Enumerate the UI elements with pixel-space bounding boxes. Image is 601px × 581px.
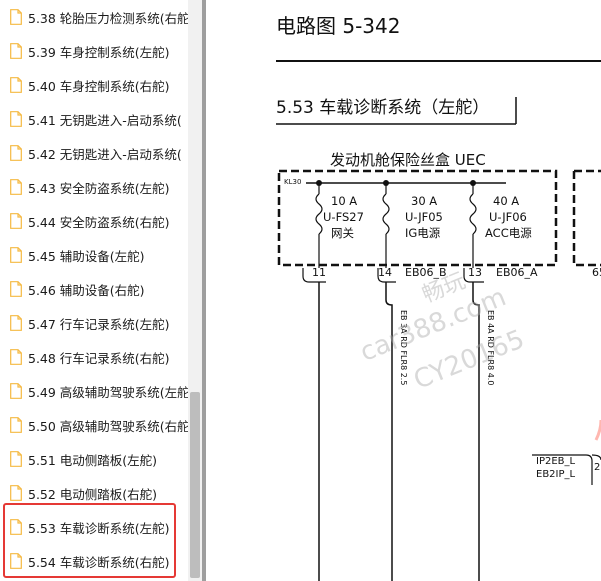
document-icon [10,281,22,297]
fuse-symbol [315,193,323,235]
bookmark-label: 5.42 无钥匙进入-启动系统( [28,146,182,162]
document-icon [10,213,22,229]
pin-label: 14 [378,266,392,279]
bookmark-label: 5.41 无钥匙进入-启动系统( [28,112,182,128]
bookmark-label: 5.43 安全防盗系统(左舵) [28,180,170,196]
document-icon [10,383,22,399]
bookmark-item[interactable]: 5.44 安全防盗系统(右舵) [0,204,188,238]
page-title: 电路图 5-342 [276,14,401,38]
document-icon [10,519,22,535]
pin-label: 65 [592,266,601,279]
scrollbar-thumb[interactable] [190,392,200,578]
document-icon [10,349,22,365]
bookmark-item[interactable]: 5.46 辅助设备(右舵) [0,272,188,306]
document-icon [10,43,22,59]
document-icon [10,247,22,263]
fuse-2: 30 A U-JF05 IG电源 [405,194,443,240]
panel-divider[interactable] [202,0,206,581]
wire-label: EB 3A RD FLR8 2.5 [399,310,408,386]
bookmark-item[interactable]: 5.48 行车记录系统(右舵) [0,340,188,374]
document-icon [10,553,22,569]
bookmark-item[interactable]: 5.50 高级辅助驾驶系统(右舵 [0,408,188,442]
bookmark-label: 5.49 高级辅助驾驶系统(左舵 [28,384,188,400]
bookmark-label: 5.51 电动侧踏板(左舵) [28,452,158,468]
document-page: 电路图 5-342 5.53 车载诊断系统（左舵） 发动机舱保险丝盒 UEC K… [206,0,601,581]
fuse-box-outline [277,169,558,267]
bookmark-item[interactable]: 5.43 安全防盗系统(左舵) [0,170,188,204]
bookmark-label: 5.38 轮胎压力检测系统(右舵 [28,10,188,26]
connector-label: EB06_A [496,266,538,279]
bookmark-label: 5.54 车载诊断系统(右舵) [28,554,170,570]
bookmark-item[interactable]: 5.41 无钥匙进入-启动系统( [0,102,188,136]
circuit-diagram [276,60,601,581]
bookmark-item[interactable]: 5.39 车身控制系统(左舵) [0,34,188,68]
partial-label: IP2EB_L [536,456,576,467]
bookmark-item[interactable]: 5.54 车载诊断系统(右舵) [0,544,188,578]
bookmark-label: 5.40 车身控制系统(右舵) [28,78,170,94]
fuse-symbol [382,193,390,235]
document-icon [10,451,22,467]
fuse-1: 10 A U-FS27 网关 [323,194,364,240]
bookmark-label: 5.44 安全防盗系统(右舵) [28,214,170,230]
bookmark-label: 5.52 电动侧踏板(右舵) [28,486,158,502]
bookmark-item[interactable]: 5.49 高级辅助驾驶系统(左舵 [0,374,188,408]
partial-label: 2 [594,462,601,473]
bookmark-label: 5.53 车载诊断系统(左舵) [28,520,170,536]
document-icon [10,9,22,25]
document-icon [10,145,22,161]
bookmark-label: 5.50 高级辅助驾驶系统(右舵 [28,418,188,434]
bookmark-sidebar: 5.38 轮胎压力检测系统(右舵 5.39 车身控制系统(左舵) 5.40 车身控制… [0,0,188,581]
connector-label: EB06_B [405,266,447,279]
bookmark-item[interactable]: 5.51 电动侧踏板(左舵) [0,442,188,476]
bookmark-item[interactable]: 5.45 辅助设备(左舵) [0,238,188,272]
document-icon [10,111,22,127]
bookmark-item[interactable]: 5.38 轮胎压力检测系统(右舵 [0,0,188,34]
bookmark-label: 5.39 车身控制系统(左舵) [28,44,170,60]
sidebar-scrollbar[interactable] [188,0,202,581]
document-icon [10,77,22,93]
document-icon [10,485,22,501]
document-icon [10,417,22,433]
bookmark-item[interactable]: 5.40 车身控制系统(右舵) [0,68,188,102]
bookmark-item[interactable]: 5.52 电动侧踏板(右舵) [0,476,188,510]
pin-label: 13 [468,266,482,279]
wire [385,282,393,581]
bookmark-item[interactable]: 5.53 车载诊断系统(左舵) [0,510,188,544]
wire-label: EB 4A RD FLR8 4.0 [486,310,495,386]
section-title: 5.53 车载诊断系统（左舵） [276,98,490,118]
bookmark-label: 5.45 辅助设备(左舵) [28,248,145,264]
fuse-box-title: 发动机舱保险丝盒 UEC [330,151,486,169]
fuse-box-partial-outline [572,169,601,267]
fuse-3: 40 A U-JF06 ACC电源 [485,194,532,240]
bookmark-item[interactable]: 5.47 行车记录系统(左舵) [0,306,188,340]
bus-label: KL30 [284,178,302,186]
bookmark-label: 5.47 行车记录系统(左舵) [28,316,170,332]
bookmark-label: 5.48 行车记录系统(右舵) [28,350,170,366]
wire [472,282,480,581]
bookmark-item[interactable]: 5.42 无钥匙进入-启动系统( [0,136,188,170]
fuse-symbol [469,193,477,235]
partial-label: EB2IP_L [536,469,576,480]
document-icon [10,179,22,195]
pin-label: 11 [312,266,326,279]
bookmark-label: 5.46 辅助设备(右舵) [28,282,145,298]
document-icon [10,315,22,331]
